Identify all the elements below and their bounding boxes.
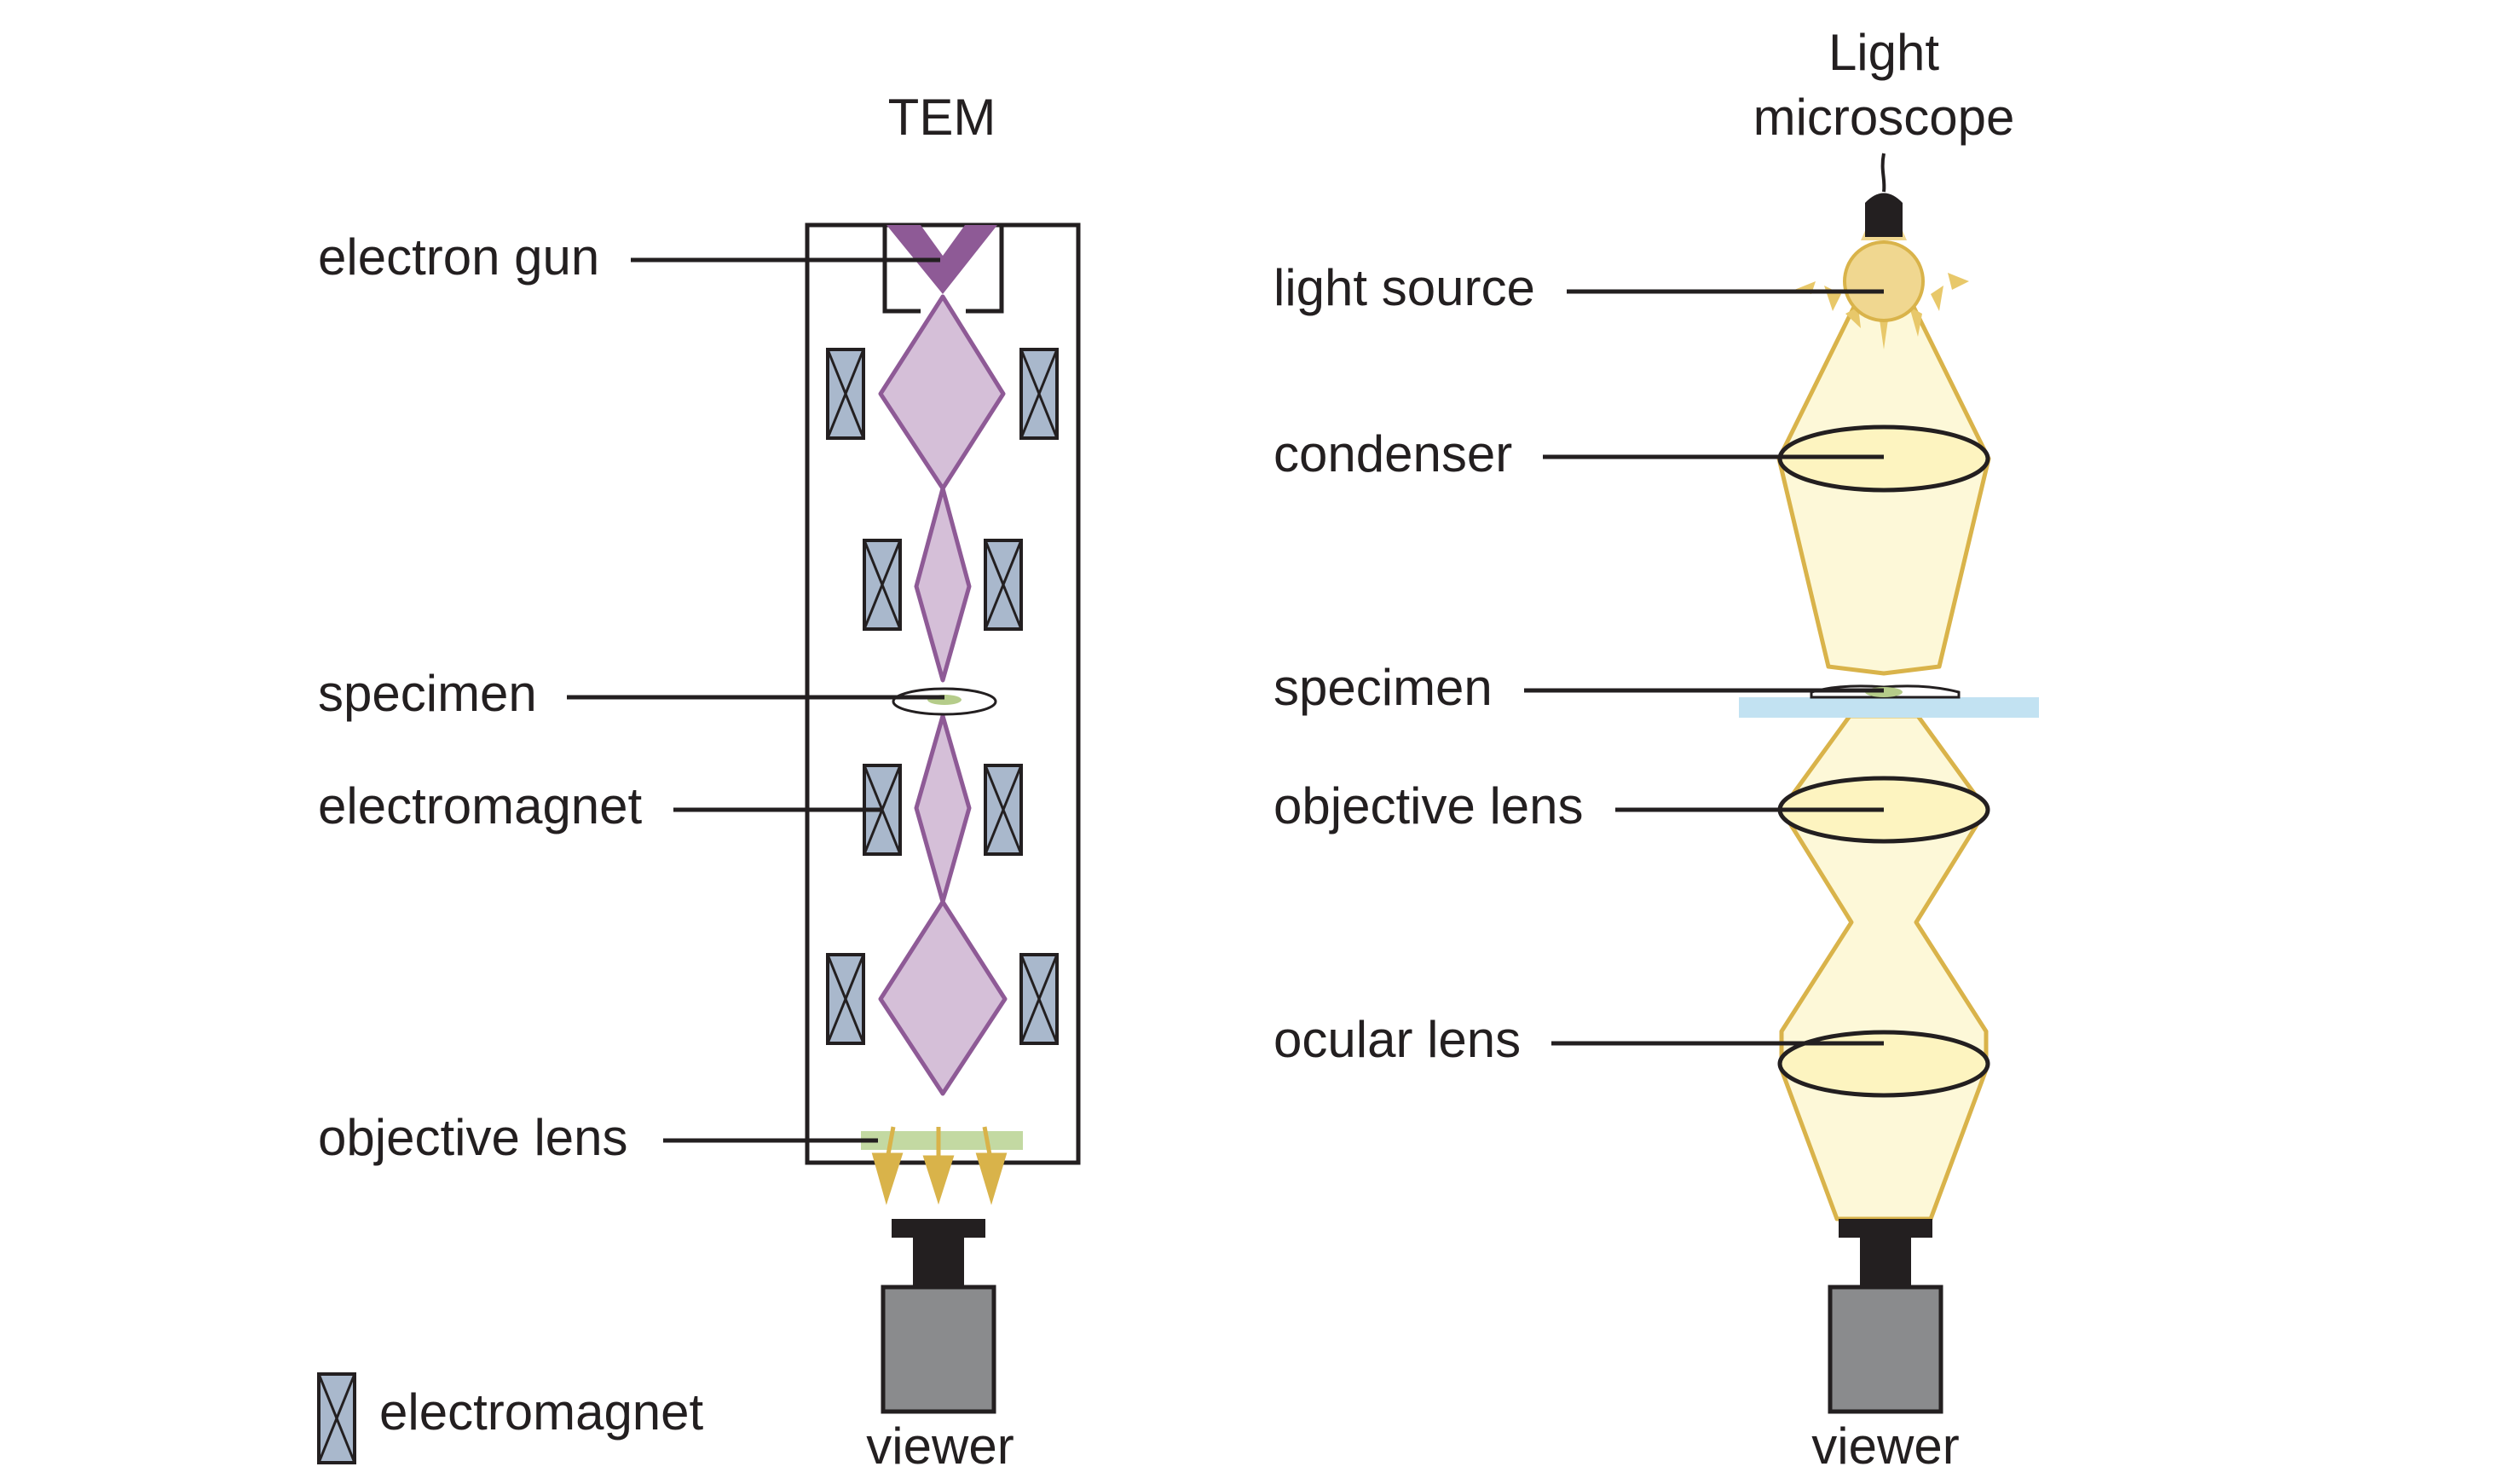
light-specimen-label: specimen — [1273, 659, 1493, 716]
tem-viewer — [881, 1219, 996, 1414]
electromagnet-icon — [826, 953, 865, 1045]
legend-electromagnet-label: electromagnet — [379, 1383, 704, 1441]
electromagnet-icon — [1019, 348, 1059, 440]
electromagnet-icon — [984, 539, 1023, 631]
tem-title: TEM — [888, 89, 996, 146]
electromagnet-icon — [984, 764, 1023, 856]
tem-objective-lens-label: objective lens — [318, 1109, 628, 1166]
tem-output-arrows — [871, 1126, 1008, 1205]
condenser-label: condenser — [1273, 425, 1512, 482]
electron-beam — [878, 294, 1008, 1096]
light-title-line2: microscope — [1753, 89, 2015, 146]
tem-objective-lens — [861, 1131, 1023, 1150]
electromagnet-icon — [863, 539, 902, 631]
electron-gun — [882, 225, 1004, 314]
legend: electromagnet — [317, 1372, 704, 1464]
light-viewer-label: viewer — [1811, 1418, 1959, 1475]
ocular-lens — [1777, 1030, 1990, 1098]
light-objective-lens-label: objective lens — [1273, 777, 1584, 834]
light-title-line1: Light — [1828, 24, 1939, 81]
electromagnet-icon — [826, 348, 865, 440]
electromagnet-label: electromagnet — [318, 777, 643, 834]
electromagnet-icon — [1019, 953, 1059, 1045]
electron-gun-label: electron gun — [318, 228, 599, 286]
light-microscope-diagram: Light microscope — [1273, 24, 2039, 1475]
tem-specimen-label: specimen — [318, 665, 537, 722]
light-viewer — [1828, 1219, 1943, 1414]
ocular-lens-label: ocular lens — [1273, 1011, 1521, 1068]
light-source-label: light source — [1273, 259, 1535, 316]
tem-diagram: TEM — [317, 89, 1081, 1475]
tem-viewer-label: viewer — [866, 1418, 1014, 1475]
light-bulb-icon — [1794, 153, 1969, 349]
tem-specimen — [892, 687, 997, 716]
glass-slide — [1739, 697, 2039, 718]
legend-electromagnet-icon — [317, 1372, 356, 1464]
